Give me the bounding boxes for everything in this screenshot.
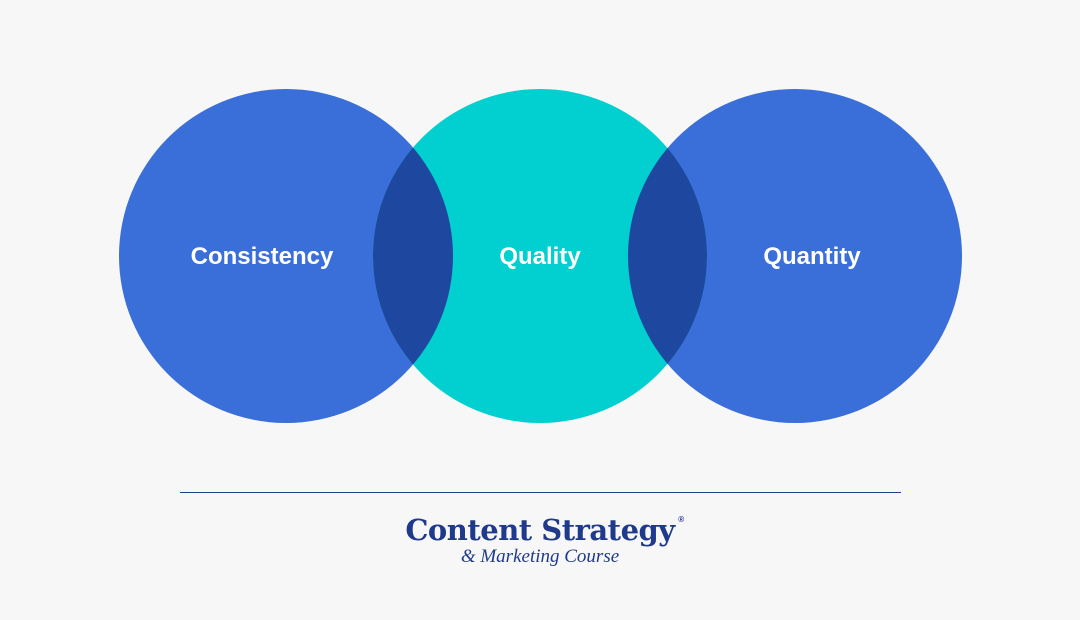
logo-subtitle: & Marketing Course: [460, 546, 620, 567]
consistency-label: Consistency: [191, 243, 334, 270]
logo-title-wrap: Content Strategy®: [405, 512, 684, 548]
quantity-label: Quantity: [763, 243, 861, 270]
logo-title: Content Strategy: [405, 513, 675, 547]
registered-mark: ®: [678, 515, 684, 524]
footer-divider: [180, 492, 901, 493]
consistency-circle: [119, 89, 453, 423]
quality-label: Quality: [499, 243, 581, 270]
quality-circle: [373, 89, 707, 423]
quantity-circle: [628, 89, 962, 423]
course-logo: Content Strategy® & Marketing Course: [0, 512, 1080, 568]
